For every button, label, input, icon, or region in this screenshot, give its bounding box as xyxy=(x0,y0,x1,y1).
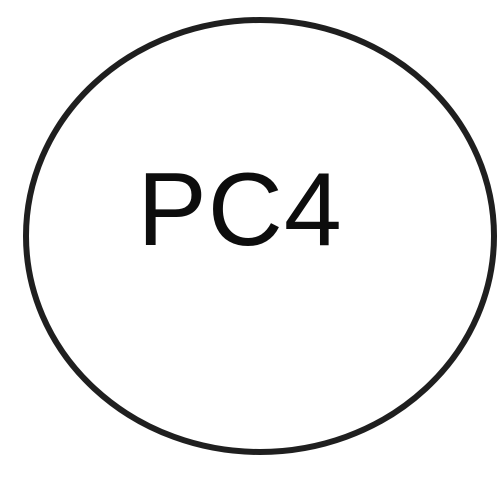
node-label: PC4 xyxy=(137,152,343,268)
node-circle[interactable] xyxy=(23,17,497,455)
